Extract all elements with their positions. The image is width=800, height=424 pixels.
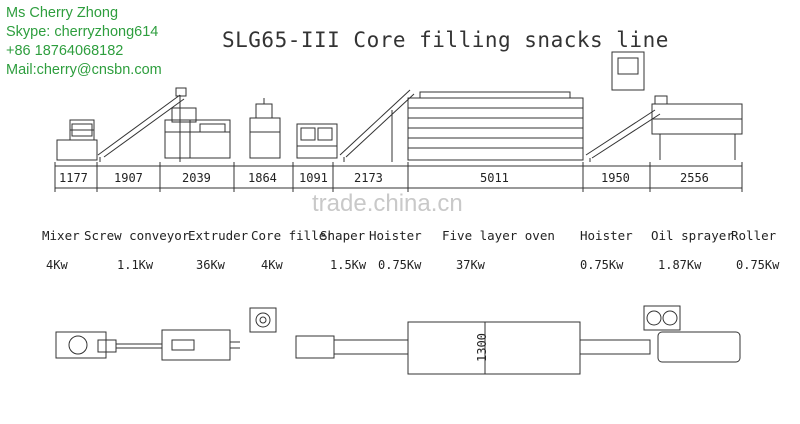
contact-skype: Skype: cherryzhong614 [6, 24, 159, 40]
watermark: trade.china.cn [312, 190, 463, 217]
machine-label: Screw conveyor [84, 228, 190, 243]
machine-power: 4Kw [261, 258, 283, 272]
shaper-side-view [296, 123, 338, 159]
screw-conveyor-side-view [97, 87, 187, 162]
machine-label: Extruder [188, 228, 249, 243]
dimension-value: 2173 [354, 171, 383, 185]
plan-mixer [55, 331, 107, 359]
machine-label: Shaper [320, 228, 366, 243]
machine-label: Oil sprayer [651, 228, 734, 243]
machine-power: 0.75Kw [580, 258, 624, 272]
plan-shaper [295, 335, 335, 359]
plan-oven [407, 321, 581, 375]
dimension-value: 2039 [182, 171, 211, 185]
machine-label: Roller [731, 228, 777, 243]
machine-power: 37Kw [456, 258, 485, 272]
dimension-value: 1907 [114, 171, 143, 185]
plan-core-filler [249, 307, 277, 333]
machine-power: 1.87Kw [658, 258, 702, 272]
machine-power: 4Kw [46, 258, 68, 272]
diagram-title: SLG65-III Core filling snacks line [222, 28, 669, 52]
dimension-value: 1177 [59, 171, 88, 185]
machine-label: Mixer [42, 228, 80, 243]
dimension-value: 1950 [601, 171, 630, 185]
machine-label: Core filler [251, 228, 334, 243]
machine-power: 0.75Kw [736, 258, 780, 272]
dimension-value: 1091 [299, 171, 328, 185]
plan-roller [657, 331, 741, 363]
hoister-2-side-view [585, 109, 661, 162]
dimension-value: 2556 [680, 171, 709, 185]
machine-power: 0.75Kw [378, 258, 422, 272]
plan-extruder [161, 329, 231, 361]
plan-hoister-2 [579, 339, 651, 355]
plan-view [55, 305, 741, 375]
machine-label: Hoister [580, 228, 633, 243]
plan-hoister-1 [333, 339, 409, 355]
plan-oil-sprayer [643, 305, 681, 331]
dimension-values: 1177 1907 2039 1864 1091 2173 5011 1950 … [59, 171, 709, 185]
hoister-1-side-view [339, 89, 415, 162]
contact-phone: +86 18764068182 [6, 43, 124, 59]
machine-label: Five layer oven [442, 228, 555, 243]
contact-mail: Mail:cherry@cnsbn.com [6, 62, 162, 78]
oil-sprayer-roller-side-view [611, 51, 743, 160]
machine-power: 1.5Kw [330, 258, 367, 272]
machine-power: 36Kw [196, 258, 225, 272]
dimension-value: 1864 [248, 171, 277, 185]
machine-label: Hoister [369, 228, 422, 243]
core-filler-side-view [249, 98, 281, 159]
plan-dimension-label: 1300 [475, 333, 489, 362]
dimension-value: 5011 [480, 171, 509, 185]
contact-name: Ms Cherry Zhong [6, 5, 119, 21]
contact-block: Ms Cherry Zhong Skype: cherryzhong614 +8… [6, 4, 162, 80]
dimension-ticks [54, 162, 743, 192]
oven-side-view [407, 91, 584, 161]
mixer-side-view [56, 119, 98, 161]
extruder-side-view [164, 107, 231, 159]
machine-power: 1.1Kw [117, 258, 154, 272]
